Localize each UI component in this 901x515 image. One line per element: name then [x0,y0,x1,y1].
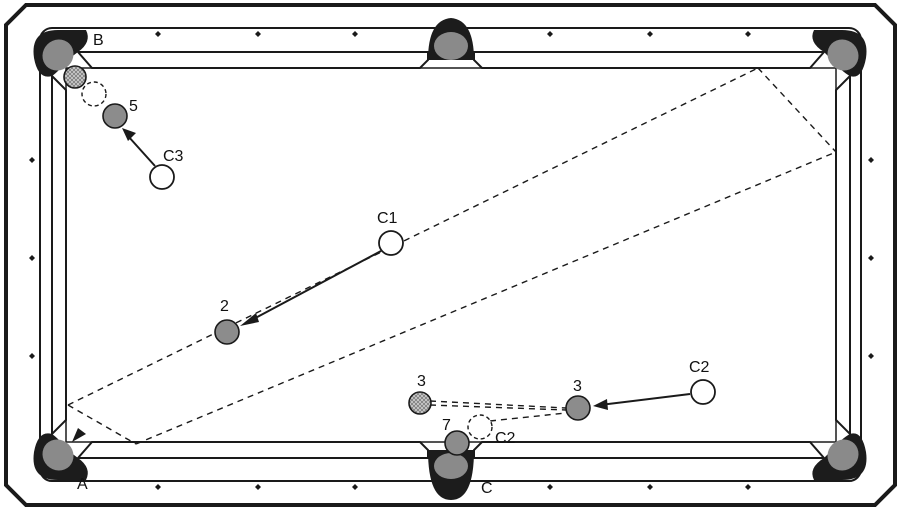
ball-patterned-top-left [64,66,86,88]
ghost-ball-near-5 [82,82,106,106]
ball-3 [566,396,590,420]
cue-ball-c3 [150,165,174,189]
ball-label-2: 2 [220,298,229,315]
ball-3-far [409,392,431,414]
ball-label-7: 7 [442,417,451,434]
cushion-bottom-left [78,442,428,458]
ball-label-5: 5 [129,98,138,115]
cushion-right [836,76,850,434]
ball-7 [445,431,469,455]
ball-5 [103,104,127,128]
pocket-label-c: C [481,480,493,497]
ball-label-3: 3 [573,378,582,395]
ghost-ball-c2 [468,415,492,439]
rail-outline [40,28,861,481]
cue-label-c2: C2 [689,359,710,376]
ball-label-3-far: 3 [417,373,426,390]
cushion-bottom-right [474,442,824,458]
cushion-top-right [474,52,824,68]
ball-2 [215,320,239,344]
cue-label-c1: C1 [377,210,398,227]
cue-label-c2-ghost: C2 [495,430,516,447]
cushion-top-left [78,52,428,68]
pocket-label-b: B [93,32,104,49]
pocket-label-a: A [77,476,88,493]
cue-ball-c2 [691,380,715,404]
cue-label-c3: C3 [163,148,184,165]
cushion-left [52,76,66,434]
cue-ball-c1 [379,231,403,255]
